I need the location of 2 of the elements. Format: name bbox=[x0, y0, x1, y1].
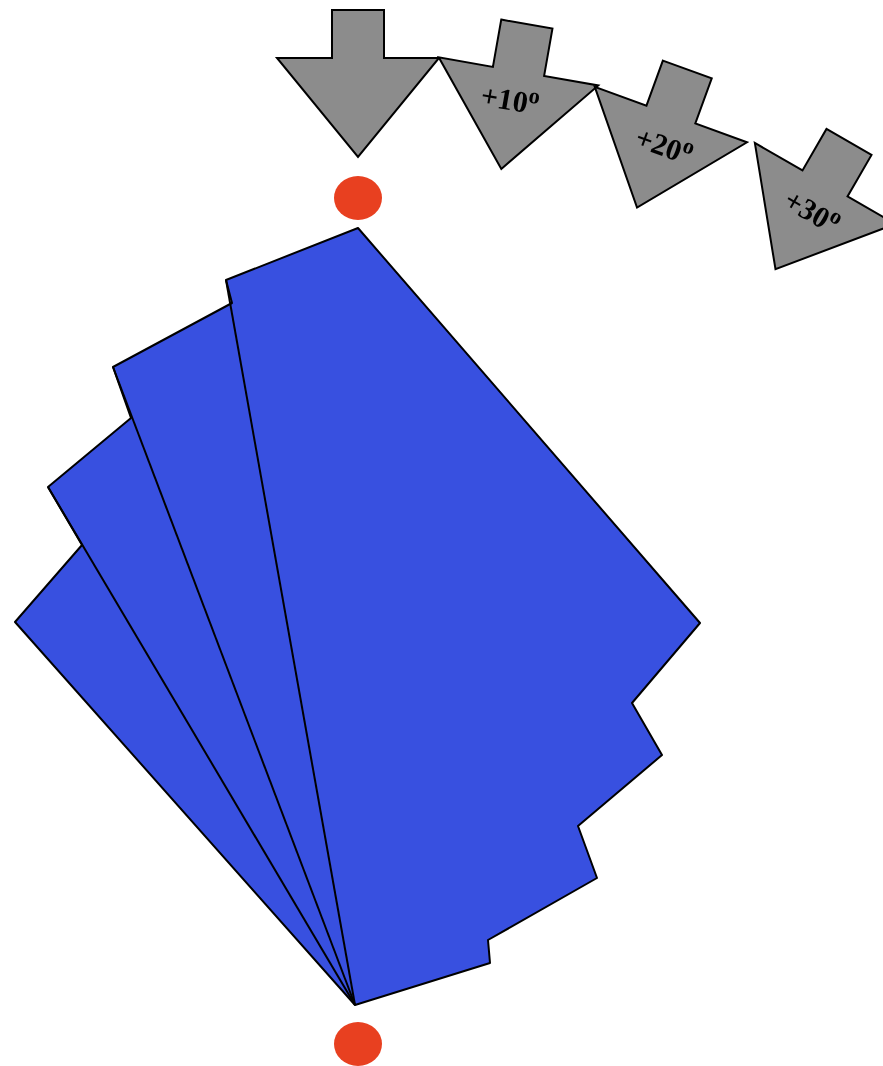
angle-label: +10$^{o}$ bbox=[477, 78, 544, 121]
angle-label: +20$^{o}$ bbox=[630, 119, 700, 170]
